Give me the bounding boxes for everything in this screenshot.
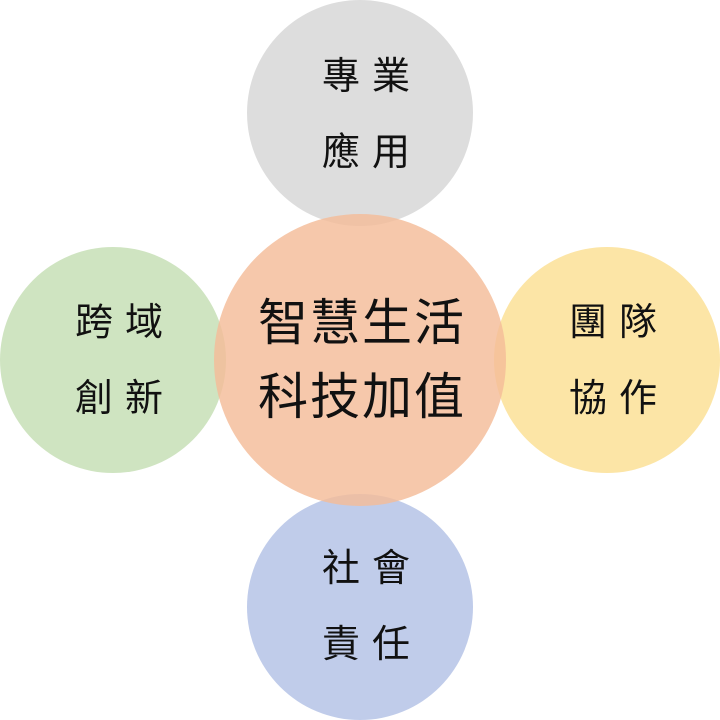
center-label-line-1: 智慧生活 bbox=[258, 294, 466, 352]
top-label-line-2: 應用 bbox=[321, 130, 422, 174]
left-label-line-2: 創新 bbox=[74, 376, 175, 420]
top-label: 專業 應用 bbox=[260, 38, 472, 190]
center-label-line-2: 科技加值 bbox=[258, 368, 466, 426]
bottom-circle bbox=[247, 494, 473, 720]
center-label: 智慧生活 科技加值 bbox=[220, 286, 502, 434]
right-label-line-1: 團隊 bbox=[568, 300, 669, 344]
top-label-line-1: 專業 bbox=[321, 54, 422, 98]
right-circle bbox=[494, 247, 720, 473]
bottom-label: 社會 責任 bbox=[260, 530, 472, 682]
right-label-line-2: 協作 bbox=[568, 376, 669, 420]
bottom-label-line-2: 責任 bbox=[321, 622, 422, 666]
left-circle bbox=[0, 247, 226, 473]
top-circle bbox=[247, 0, 473, 226]
bottom-label-line-1: 社會 bbox=[321, 546, 422, 590]
left-label: 跨域 創新 bbox=[13, 284, 225, 436]
center-circle bbox=[214, 214, 506, 506]
right-label: 團隊 協作 bbox=[507, 284, 719, 436]
left-label-line-1: 跨域 bbox=[74, 300, 175, 344]
